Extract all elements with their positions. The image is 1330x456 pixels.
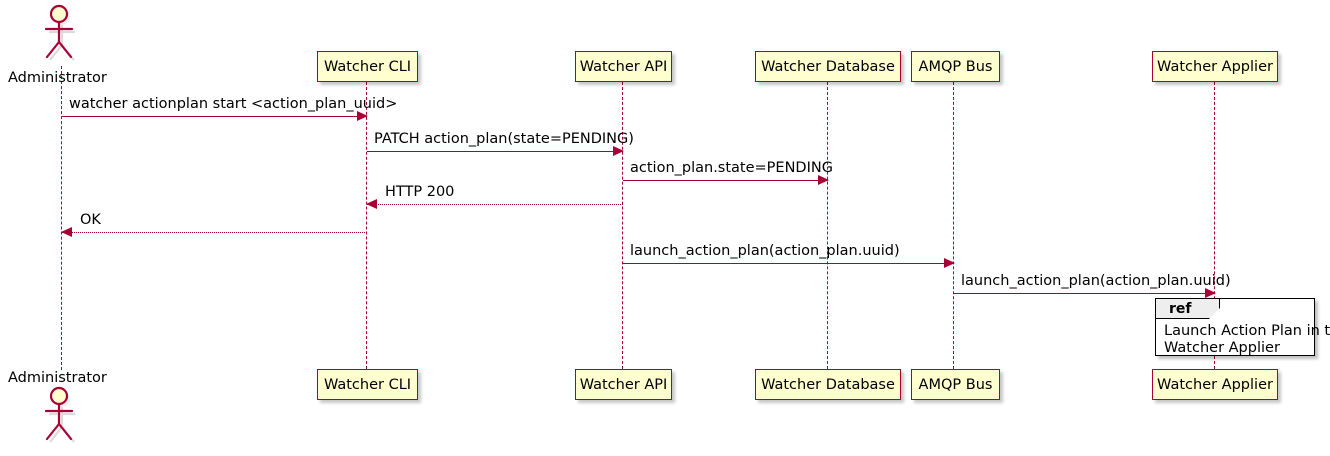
actor-administrator-bottom [36,386,88,443]
ref-fragment-tab: ref [1156,299,1220,319]
participant-box-watcher-cli-bottom[interactable]: Watcher CLI [317,369,418,400]
participant-box-watcher-cli-top[interactable]: Watcher CLI [317,51,418,82]
participant-box-watcher-applier-bottom[interactable]: Watcher Applier [1152,369,1278,400]
participant-box-amqp-bus-bottom[interactable]: AMQP Bus [911,369,1000,400]
message-line-m2 [367,151,623,152]
message-arrowhead-m2 [613,146,624,156]
actor-label-administrator-bottom: Administrator [8,370,107,386]
actor-label-administrator-top: Administrator [8,70,107,86]
lifeline-watcher-cli [366,82,368,369]
actor-administrator-top [36,4,88,61]
lifeline-watcher-database [827,82,829,369]
message-label-m5: OK [80,212,101,228]
message-line-m4 [367,204,623,205]
lifeline-watcher-api [622,82,624,369]
participant-box-watcher-database-top[interactable]: Watcher Database [755,51,901,82]
participant-box-watcher-database-bottom[interactable]: Watcher Database [755,369,901,400]
ref-fragment-line: Launch Action Plan in the [1164,323,1330,339]
message-arrowhead-m1 [357,111,368,121]
message-arrowhead-m4 [366,199,377,209]
lifeline-watcher-applier [1214,82,1216,369]
message-line-m7 [954,293,1215,294]
message-label-m3: action_plan.state=PENDING [630,160,833,176]
lifeline-amqp-bus [953,82,955,369]
ref-fragment-line: Watcher Applier [1164,340,1280,356]
message-arrowhead-m5 [61,227,72,237]
participant-box-watcher-api-top[interactable]: Watcher API [575,51,672,82]
message-arrowhead-m6 [944,258,955,268]
message-label-m6: launch_action_plan(action_plan.uuid) [630,243,900,259]
message-label-m7: launch_action_plan(action_plan.uuid) [961,273,1231,289]
message-line-m6 [623,263,954,264]
message-label-m2: PATCH action_plan(state=PENDING) [374,131,634,147]
message-label-m1: watcher actionplan start <action_plan_uu… [69,96,398,112]
message-line-m1 [62,116,367,117]
participant-box-amqp-bus-top[interactable]: AMQP Bus [911,51,1000,82]
lifeline-administrator [61,66,63,370]
participant-box-watcher-api-bottom[interactable]: Watcher API [575,369,672,400]
message-arrowhead-m7 [1205,288,1216,298]
message-line-m5 [62,232,367,233]
message-arrowhead-m3 [818,175,829,185]
participant-box-watcher-applier-top[interactable]: Watcher Applier [1152,51,1278,82]
message-label-m4: HTTP 200 [385,184,455,200]
message-line-m3 [623,180,828,181]
